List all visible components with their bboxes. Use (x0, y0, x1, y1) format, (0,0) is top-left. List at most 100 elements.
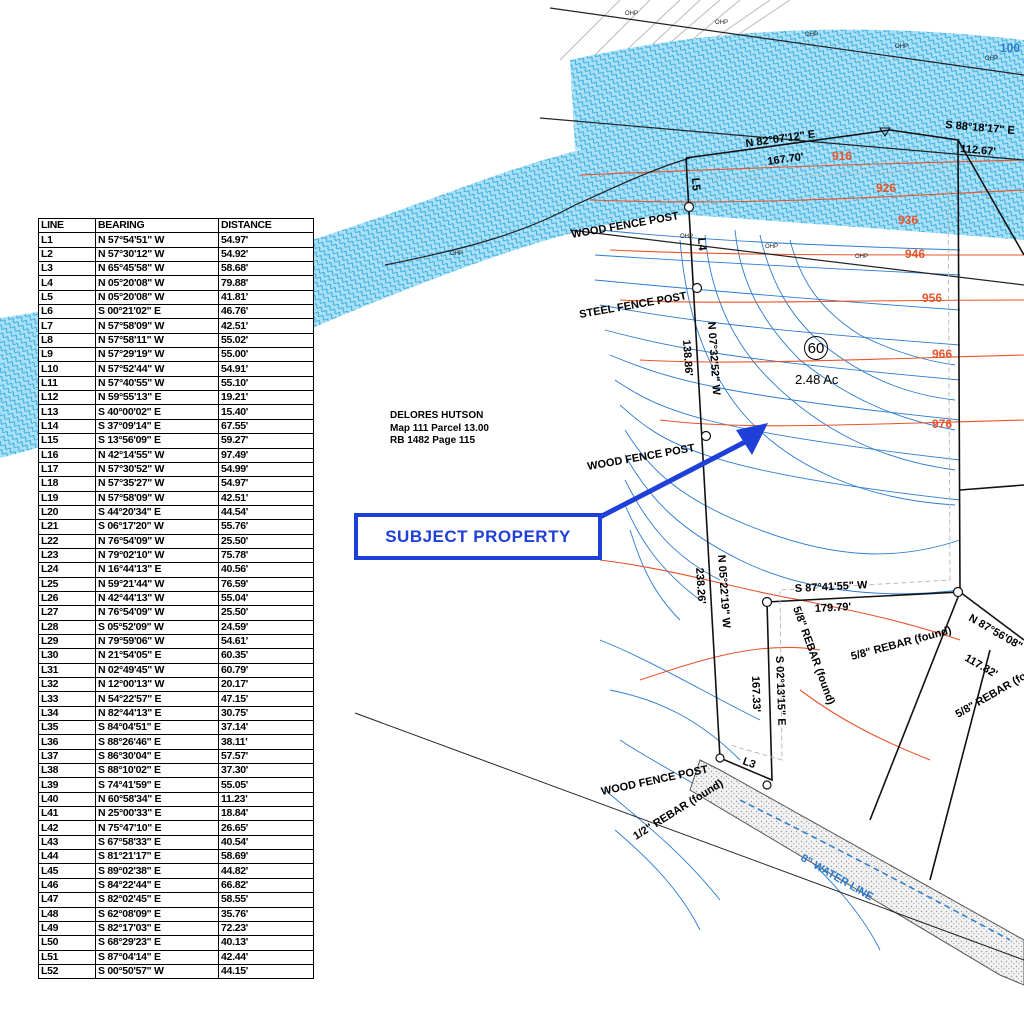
line-cell: L21 (38, 519, 96, 535)
parcel-number: 60 (807, 339, 825, 357)
distance-cell: 15.40' (218, 404, 314, 420)
distance-cell: 25.50' (218, 605, 314, 621)
bearing-cell: S 05°52'09" W (95, 619, 219, 635)
water-line (739, 799, 1011, 941)
index-contour-label: 100 (1000, 41, 1020, 55)
bearing-cell: N 16°44'13" E (95, 562, 219, 578)
line-cell: L28 (38, 619, 96, 635)
distance-cell: 41.81' (218, 289, 314, 306)
line-cell: L38 (38, 763, 96, 779)
distance-cell: 26.65' (218, 820, 314, 836)
bearing-cell: S 89°02'38" E (95, 863, 219, 879)
svg-text:238.26': 238.26' (693, 567, 708, 604)
bearing-cell: S 87°04'14" E (95, 949, 219, 965)
line-cell: L35 (38, 720, 96, 736)
svg-text:L5: L5 (689, 177, 702, 191)
distance-cell: 40.54' (218, 834, 314, 851)
line-cell: L3 (38, 261, 96, 277)
header-distance: DISTANCE (218, 217, 314, 234)
bearing-cell: N 57°40'55" W (95, 375, 219, 392)
distance-cell: 54.61' (218, 633, 314, 650)
bearing-cell: S 82°02'45" E (95, 892, 219, 908)
svg-text:138.86': 138.86' (680, 339, 695, 376)
bearing-cell: N 42°14'55" W (95, 447, 219, 463)
line-cell: L26 (38, 590, 96, 607)
line-cell: L39 (38, 777, 96, 793)
svg-text:956: 956 (922, 291, 942, 305)
setback-line (697, 169, 951, 761)
line-cell: L13 (38, 404, 96, 420)
line-cell: L27 (38, 605, 96, 621)
callout-arrow (598, 423, 768, 520)
distance-cell: 54.92' (218, 246, 314, 263)
distance-cell: 55.10' (218, 375, 314, 392)
distance-cell: 58.55' (218, 892, 314, 908)
line-cell: L7 (38, 318, 96, 334)
line-cell: L2 (38, 246, 96, 263)
bearing-cell: S 68°29'23" E (95, 935, 219, 951)
bearing-cell: N 60°58'34" E (95, 791, 219, 808)
bearing-cell: N 79°02'10" W (95, 547, 219, 564)
distance-cell: 42.51' (218, 318, 314, 334)
adjoining-owner-info: DELORES HUTSON Map 111 Parcel 13.00 RB 1… (390, 410, 489, 448)
distance-cell: 54.97' (218, 476, 314, 492)
bearing-cell: N 82°44'13" E (95, 705, 219, 722)
contour-lines-orange (579, 159, 1024, 761)
bearing-cell: N 57°58'09" W (95, 490, 219, 506)
svg-text:966: 966 (932, 347, 952, 361)
line-cell: L50 (38, 935, 96, 951)
line-cell: L9 (38, 347, 96, 363)
stream-upper-hatch (570, 40, 1024, 150)
line-cell: L18 (38, 476, 96, 492)
distance-cell: 60.79' (218, 662, 314, 679)
distance-cell: 37.30' (218, 763, 314, 779)
distance-cell: 76.59' (218, 576, 314, 592)
bearing-cell: N 57°30'52" W (95, 461, 219, 478)
bearing-cell: N 25°00'33" E (95, 806, 219, 822)
svg-text:WOOD FENCE POST: WOOD FENCE POST (586, 442, 695, 473)
line-cell: L17 (38, 461, 96, 478)
svg-text:OHP: OHP (625, 11, 638, 17)
bearing-cell: S 06°17'20" W (95, 519, 219, 535)
bearing-cell: N 57°29'19" W (95, 347, 219, 363)
distance-cell: 42.44' (218, 949, 314, 965)
bearing-cell: N 57°52'44" W (95, 361, 219, 377)
bearing-cell: N 57°58'09" W (95, 318, 219, 334)
line-cell: L43 (38, 834, 96, 851)
line-cell: L31 (38, 662, 96, 679)
svg-text:N 05°22'19" W: N 05°22'19" W (715, 554, 732, 629)
line-cell: L11 (38, 375, 96, 392)
ohp-labels: OHP OHP OHP OHP OHP OHP OHP OHP OHP (450, 11, 998, 260)
distance-cell: 59.27' (218, 433, 314, 449)
line-cell: L45 (38, 863, 96, 879)
svg-text:OHP: OHP (715, 20, 728, 26)
line-cell: L23 (38, 547, 96, 564)
line-cell: L25 (38, 576, 96, 592)
gravel-road (689, 759, 1024, 986)
bearing-cell: N 79°59'06" W (95, 633, 219, 650)
header-line: LINE (38, 217, 96, 234)
bearing-cell: S 37°09'14" E (95, 418, 219, 435)
line-cell: L51 (38, 949, 96, 965)
line-cell: L22 (38, 533, 96, 549)
svg-text:117.82': 117.82' (963, 652, 1000, 680)
svg-text:L3: L3 (741, 756, 757, 772)
svg-text:167.33': 167.33' (749, 676, 762, 713)
distance-cell: 40.13' (218, 935, 314, 951)
bearing-cell: N 42°44'13" W (95, 590, 219, 607)
